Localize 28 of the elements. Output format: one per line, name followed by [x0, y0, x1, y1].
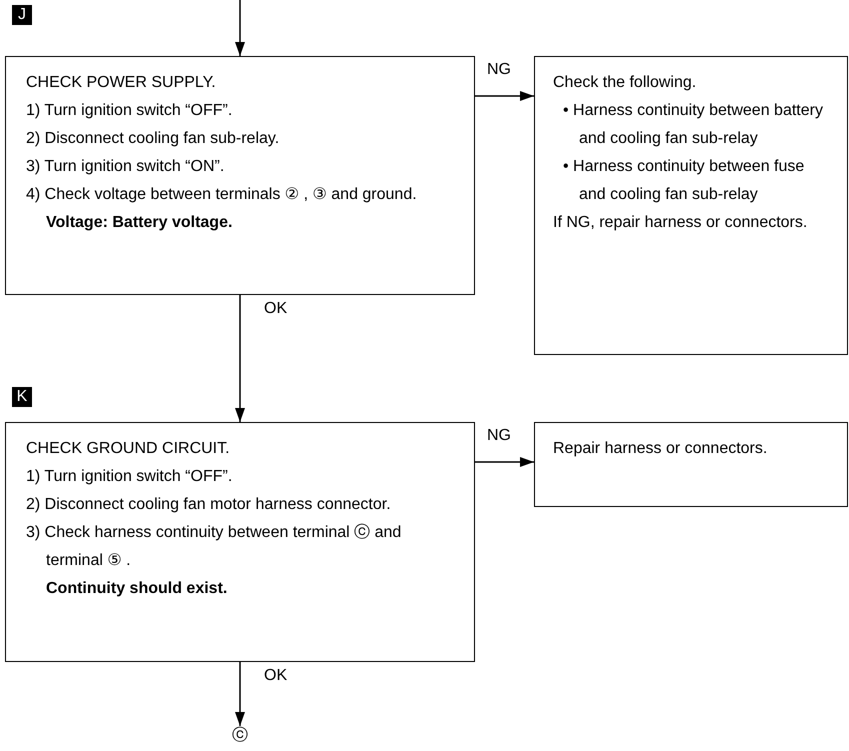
process-box — [5, 422, 475, 662]
result-note: Voltage: Battery voltage. — [45, 213, 234, 233]
process-box — [534, 422, 848, 507]
box-heading: Check the following. — [553, 73, 698, 93]
arrow — [235, 295, 245, 422]
step-text: 3) Turn ignition switch “ON”. — [26, 157, 226, 177]
connector-symbol: ⓒ — [230, 726, 250, 746]
result-note: Continuity should exist. — [45, 579, 228, 599]
step-text: 4) Check voltage between terminals ② , ③ and ground. — [26, 185, 418, 205]
body-text: If NG, repair harness or connectors. — [553, 213, 808, 233]
step-text: 1) Turn ignition switch “OFF”. — [26, 467, 234, 487]
body-text: Repair harness or connectors. — [553, 439, 768, 459]
box-heading: CHECK POWER SUPPLY. — [26, 73, 217, 93]
process-box — [534, 56, 848, 355]
bullet-item: • Harness continuity between fuse and cooling fan sub-relay — [562, 157, 806, 205]
step-text: 2) Disconnect cooling fan sub-relay. — [26, 129, 280, 149]
process-box — [5, 56, 475, 295]
step-text: 3) Check harness continuity between terminal ⓒ and terminal ⑤ . — [26, 522, 402, 571]
step-marker: K — [12, 387, 32, 407]
step-text: 2) Disconnect cooling fan motor harness connector. — [26, 495, 392, 515]
step-text: 1) Turn ignition switch “OFF”. — [26, 101, 234, 121]
arrow — [235, 662, 245, 726]
arrow — [235, 0, 245, 56]
box-heading: CHECK GROUND CIRCUIT. — [26, 439, 231, 459]
arrow — [475, 457, 534, 467]
arrow — [475, 91, 534, 101]
step-marker: J — [12, 5, 32, 25]
bullet-item: • Harness continuity between battery and cooling fan sub-relay — [562, 101, 824, 149]
